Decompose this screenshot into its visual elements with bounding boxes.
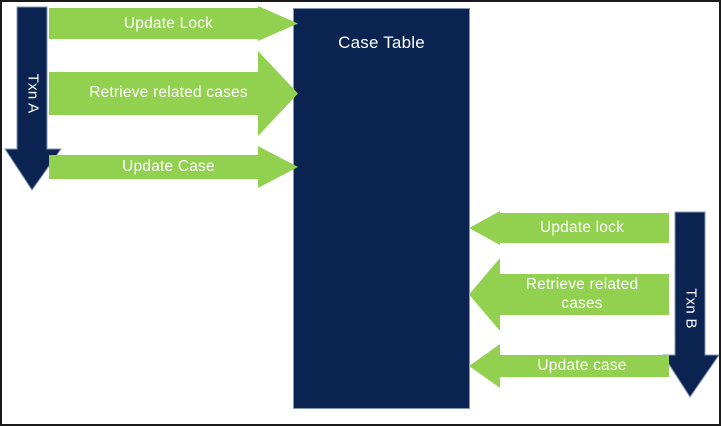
case-table-label: Case Table <box>338 33 425 52</box>
txn-b-label: Txn B <box>682 288 700 329</box>
arrow-retrieve-related-cases-b-label: Retrieve related cases <box>525 276 639 312</box>
arrow-update-lock-b-label: Update lock <box>539 219 625 236</box>
arrow-retrieve-related-cases-b[interactable]: Retrieve related cases <box>469 258 669 331</box>
arrow-update-lock-shape <box>49 6 298 41</box>
arrow-retrieve-related-cases-shape <box>49 51 298 136</box>
arrow-update-case-shape <box>49 146 298 188</box>
case-table-box[interactable]: Case Table <box>293 8 470 409</box>
txn-a-arrow-shape <box>4 6 62 191</box>
arrow-update-lock-label: Update Lock <box>123 15 214 32</box>
txn-a-arrow[interactable]: Txn A <box>4 6 62 191</box>
arrow-update-lock-b[interactable]: Update lock <box>469 211 669 245</box>
arrow-update-lock-b-shape <box>469 211 669 245</box>
txn-b-arrow-shape <box>662 211 719 398</box>
arrow-retrieve-related-cases-b-shape <box>469 258 669 331</box>
arrow-update-case-b-shape <box>469 344 669 388</box>
arrow-retrieve-related-cases-label: Retrieve related cases <box>89 84 248 101</box>
txn-a-label: Txn A <box>24 73 42 114</box>
arrow-update-case[interactable]: Update Case <box>49 146 298 188</box>
arrow-retrieve-related-cases[interactable]: Retrieve related cases <box>49 51 298 136</box>
arrow-update-case-label: Update Case <box>122 158 215 175</box>
txn-b-arrow[interactable]: Txn B <box>662 211 719 398</box>
arrow-update-lock[interactable]: Update Lock <box>49 6 298 41</box>
arrow-update-case-b[interactable]: Update case <box>469 344 669 388</box>
arrow-update-case-b-label: Update case <box>537 357 627 374</box>
